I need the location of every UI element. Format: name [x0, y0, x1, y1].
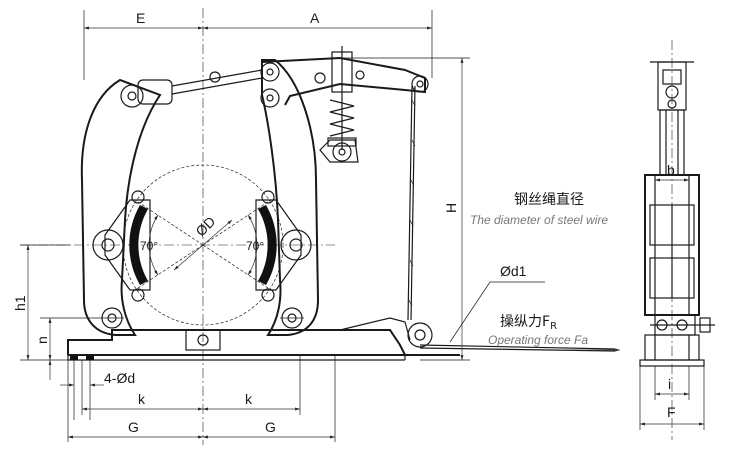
wire-pulley — [407, 322, 620, 352]
left-brake-arm — [80, 78, 162, 336]
dim-H-group: H — [340, 57, 470, 361]
steel-wire-label-en: The diameter of steel wire — [470, 213, 608, 227]
dim-G-left: G — [128, 419, 139, 435]
top-lever — [261, 56, 429, 106]
side-view: b i F — [639, 40, 715, 440]
pull-rod — [137, 69, 263, 105]
dim-H: H — [443, 203, 459, 213]
dim-n: n — [34, 336, 50, 344]
steel-wire-label-cn: 钢丝绳直径 — [514, 191, 584, 208]
dim-k-right: k — [245, 391, 253, 407]
left-brake-shoe — [92, 190, 151, 302]
dim-i: i — [668, 376, 671, 392]
dim-holes-group: 4-Ød — [60, 360, 135, 420]
angle-right: 70° — [246, 239, 264, 253]
dim-n-group: n — [34, 317, 100, 380]
right-brake-arm — [260, 59, 320, 336]
dim-E-group: E — [83, 10, 203, 80]
dim-G-group: G G — [67, 355, 336, 442]
angle-marks: 70° 70° — [134, 199, 272, 291]
dim-E: E — [136, 10, 145, 26]
dim-k-left: k — [138, 391, 146, 407]
right-brake-shoe — [255, 190, 312, 302]
dim-b: b — [667, 162, 675, 178]
force-label-en: Operating force Fa — [488, 333, 588, 347]
right-brake-pad — [258, 205, 277, 285]
dim-F: F — [667, 404, 676, 420]
dim-k-group: k k — [81, 355, 301, 415]
dim-h1: h1 — [12, 295, 28, 311]
front-view: ØD 70° 70° — [12, 8, 620, 445]
dim-d1: Ød1 — [500, 263, 527, 279]
lower-pivots — [100, 307, 304, 329]
dim-holes: 4-Ød — [104, 370, 135, 386]
base-plate — [67, 329, 460, 361]
dim-h1-group: h1 — [12, 244, 70, 361]
annotations: 钢丝绳直径 The diameter of steel wire Ød1 操纵力… — [449, 191, 608, 347]
dim-A: A — [310, 10, 320, 26]
angle-left: 70° — [140, 239, 158, 253]
left-brake-pad — [129, 205, 148, 285]
right-mount — [339, 317, 411, 341]
dim-G-right: G — [265, 419, 276, 435]
spring-assembly — [319, 46, 359, 163]
dim-A-group: A — [203, 10, 433, 78]
steel-wire — [407, 85, 416, 321]
center-pad — [185, 329, 221, 351]
force-label-cn: 操纵力FR — [500, 314, 557, 332]
